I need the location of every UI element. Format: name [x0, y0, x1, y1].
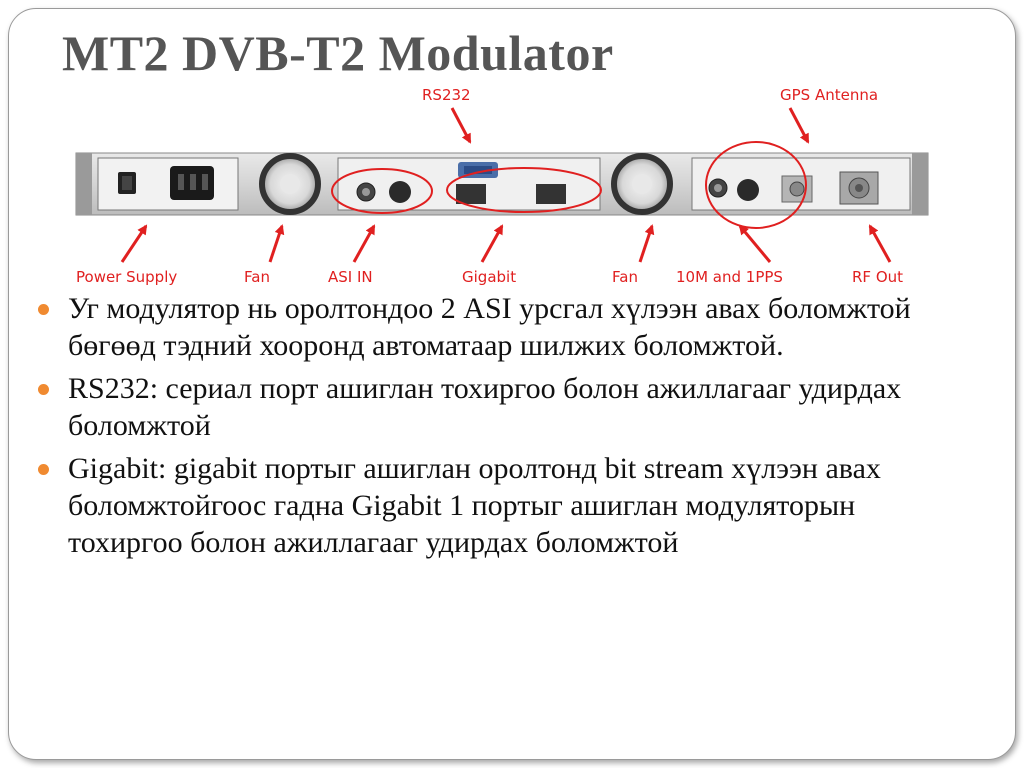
highlight-asi-in: [331, 168, 433, 214]
arrow-gigabit: [480, 224, 504, 263]
device-rear-panel-diagram: RS232 GPS Antenna: [75, 86, 929, 286]
label-rf-out: RF Out: [852, 268, 903, 286]
arrow-asi-in: [352, 224, 376, 263]
label-gigabit: Gigabit: [462, 268, 516, 286]
bullet-item-gigabit: Gigabit: gigabit портыг ашиглан оролтонд…: [38, 450, 938, 561]
arrow-10m-1pps: [738, 224, 772, 263]
label-gps-antenna: GPS Antenna: [780, 86, 878, 104]
bullet-text: Уг модулятор нь оролтондоо 2 ASI урсгал …: [68, 292, 911, 362]
bullet-dot-icon: [38, 304, 49, 315]
label-rs232: RS232: [422, 86, 471, 104]
bullet-list: Уг модулятор нь оролтондоо 2 ASI урсгал …: [38, 290, 938, 567]
arrow-gps: [788, 107, 810, 144]
slide-frame: [8, 8, 1016, 760]
label-10m-1pps: 10M and 1PPS: [676, 268, 783, 286]
highlight-gigabit: [446, 167, 602, 213]
bullet-item-asi: Уг модулятор нь оролтондоо 2 ASI урсгал …: [38, 290, 938, 364]
highlight-gps: [705, 141, 807, 229]
arrow-rf-out: [868, 224, 892, 263]
label-asi-in: ASI IN: [328, 268, 373, 286]
label-power-supply: Power Supply: [76, 268, 177, 286]
bullet-item-rs232: RS232: сериал порт ашиглан тохиргоо боло…: [38, 370, 938, 444]
arrow-fan-1: [268, 224, 285, 263]
arrow-power-supply: [120, 224, 148, 263]
bullet-dot-icon: [38, 384, 49, 395]
device-panel: [75, 152, 929, 216]
arrow-rs232: [450, 107, 472, 144]
arrow-fan-2: [638, 224, 655, 263]
bullet-dot-icon: [38, 464, 49, 475]
label-fan-1: Fan: [244, 268, 270, 286]
bullet-text: RS232: сериал порт ашиглан тохиргоо боло…: [68, 372, 902, 442]
bullet-text: Gigabit: gigabit портыг ашиглан оролтонд…: [68, 452, 881, 559]
label-fan-2: Fan: [612, 268, 638, 286]
slide-title: MT2 DVB-T2 Modulator: [62, 25, 614, 81]
